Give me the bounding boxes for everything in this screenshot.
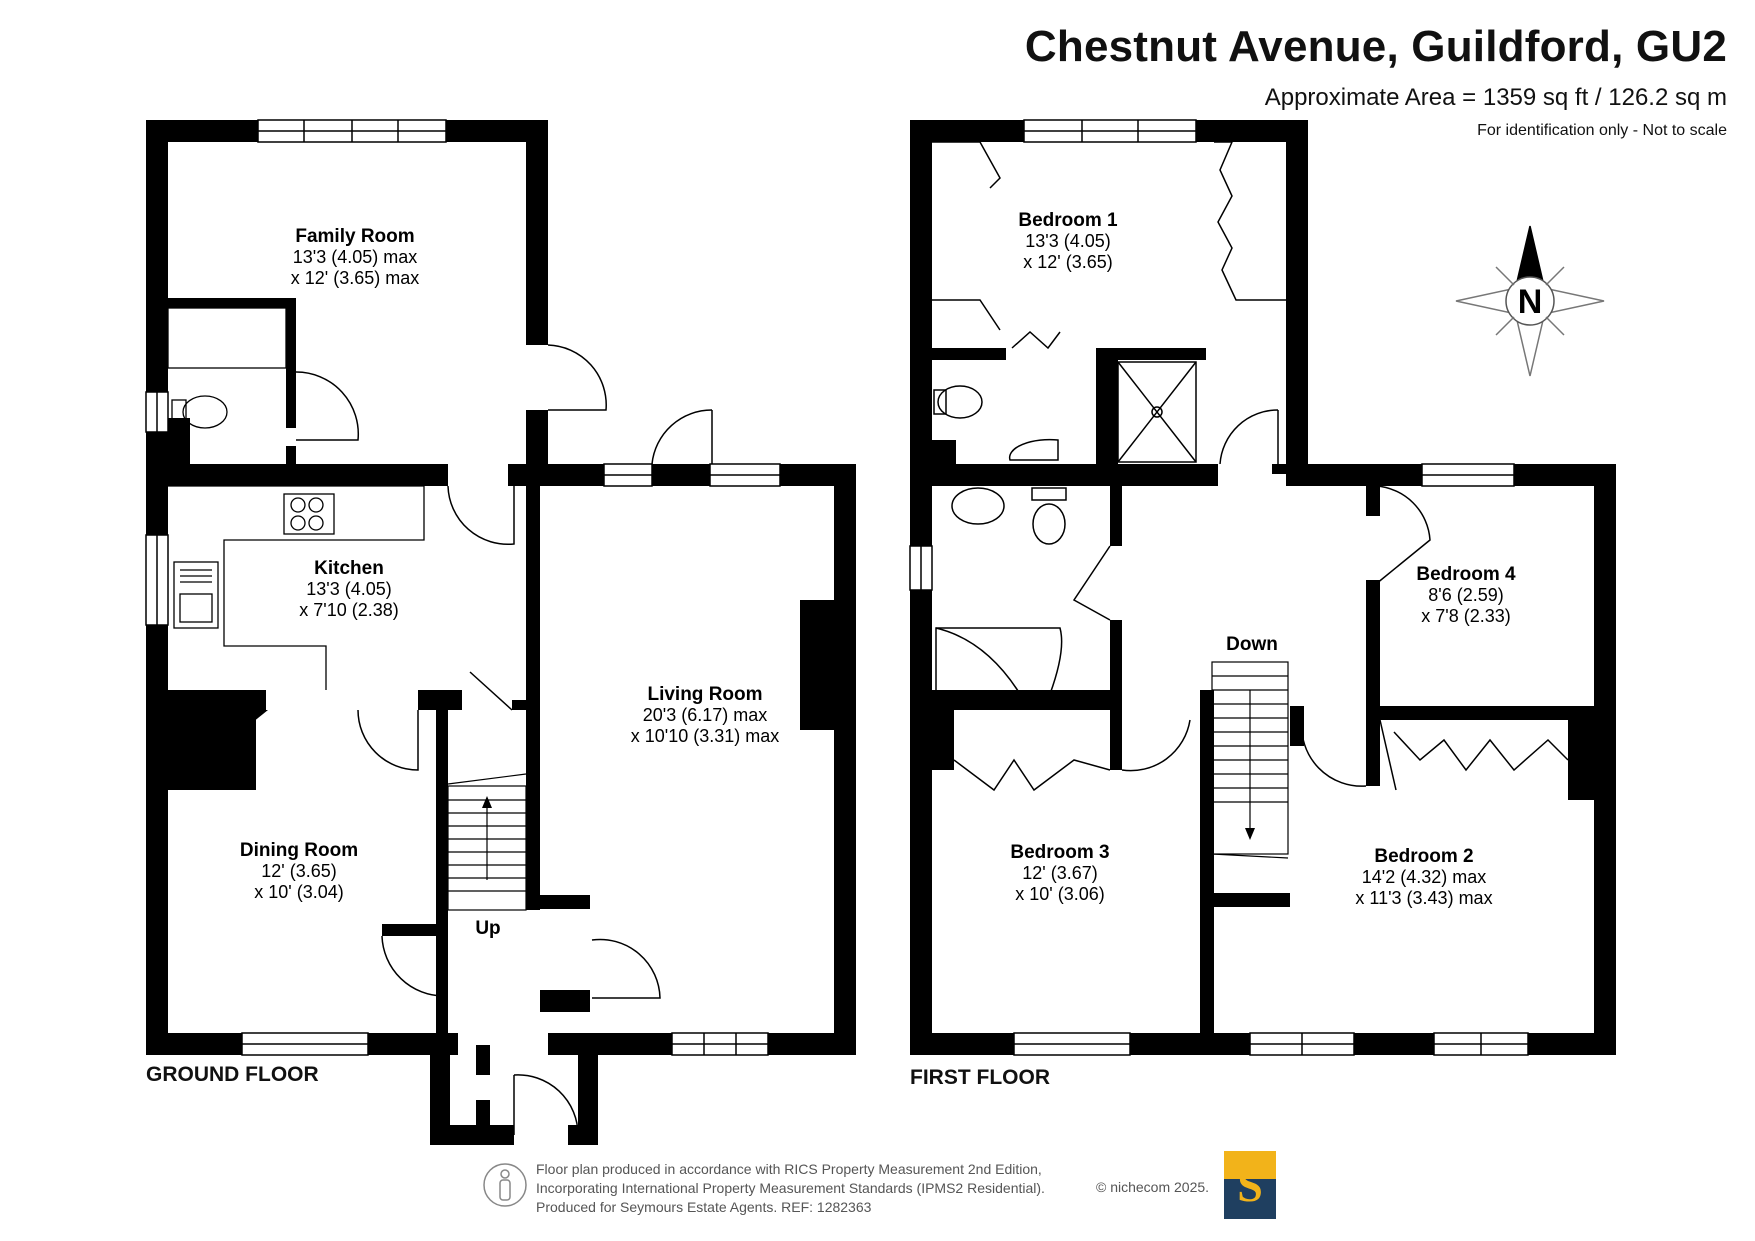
first-floor-label: FIRST FLOOR (910, 1066, 1050, 1089)
footer-line: Produced for Seymours Estate Agents. REF… (536, 1199, 872, 1215)
room-dim: 12' (3.67) (1022, 863, 1097, 883)
ground-floor-label: GROUND FLOOR (146, 1063, 319, 1086)
room-dim: 12' (3.65) (261, 861, 336, 881)
room-dim: x 11'3 (3.43) max (1355, 888, 1492, 908)
room-name: Bedroom 3 (1010, 842, 1109, 863)
room-dim: x 10'10 (3.31) max (631, 726, 780, 746)
measurement-standard-icon (483, 1163, 527, 1207)
room-name: Dining Room (240, 840, 358, 861)
room-dim: x 7'10 (2.38) (299, 600, 399, 620)
first-floor-walls (910, 120, 1616, 1055)
copyright: © nichecom 2025. (1096, 1179, 1210, 1195)
room-dim: 13'3 (4.05) (1025, 231, 1111, 251)
room-dim: x 10' (3.06) (1015, 884, 1104, 904)
room-dim: 20'3 (6.17) max (643, 705, 768, 725)
room-dim: 8'6 (2.59) (1428, 585, 1503, 605)
footer-line: Floor plan produced in accordance with R… (536, 1161, 1042, 1177)
ground-floor-walls (146, 120, 856, 1145)
agent-logo: S (1224, 1151, 1276, 1219)
footer-line: Incorporating International Property Mea… (536, 1180, 1045, 1196)
logo-letter: S (1237, 1160, 1263, 1211)
room-name: Family Room (295, 226, 414, 247)
room-name: Kitchen (314, 558, 384, 579)
room-dim: x 12' (3.65) (1023, 252, 1112, 272)
room-dim: x 7'8 (2.33) (1421, 606, 1510, 626)
room-dim: x 10' (3.04) (254, 882, 343, 902)
footer-text: Floor plan produced in accordance with R… (536, 1160, 1045, 1217)
room-name: Bedroom 1 (1018, 210, 1118, 231)
room-name: Bedroom 4 (1416, 564, 1516, 585)
compass-label: N (1518, 283, 1543, 321)
room-dim: 13'3 (4.05) (306, 579, 392, 599)
room-name: Bedroom 2 (1374, 846, 1473, 867)
room-dim: 13'3 (4.05) max (293, 247, 418, 267)
room-name: Living Room (647, 684, 762, 705)
stairs-label: Up (475, 918, 500, 939)
property-title: Chestnut Avenue, Guildford, GU2 (1024, 22, 1727, 71)
room-dim: x 12' (3.65) max (291, 268, 420, 288)
disclaimer: For identification only - Not to scale (1477, 122, 1727, 139)
room-dim: 14'2 (4.32) max (1362, 867, 1487, 887)
stairs-label: Down (1226, 634, 1278, 655)
compass-icon (1455, 225, 1605, 377)
approximate-area: Approximate Area = 1359 sq ft / 126.2 sq… (1264, 84, 1727, 111)
